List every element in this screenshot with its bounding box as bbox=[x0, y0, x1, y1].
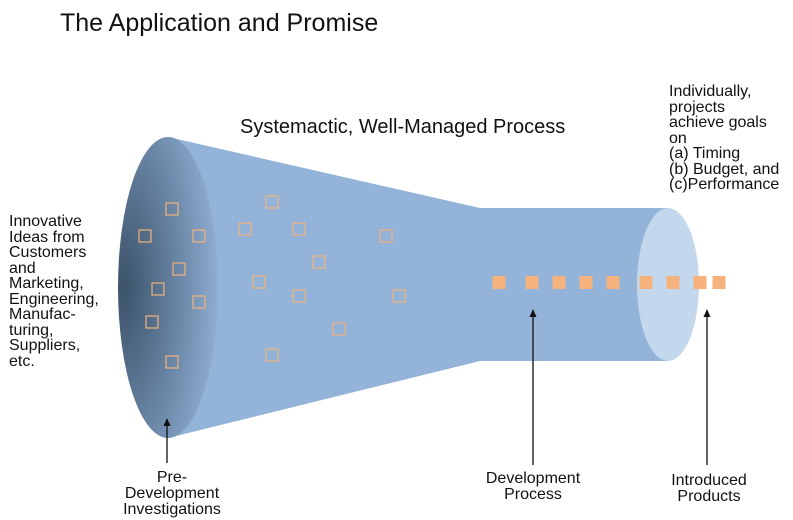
funnel-mouth bbox=[118, 137, 218, 438]
idea-square-icon bbox=[292, 222, 306, 236]
project-goals-text: Individually, projects achieve goals on … bbox=[669, 84, 779, 193]
ideas-source-line: Ideas from bbox=[9, 228, 85, 246]
arrow-up-icon bbox=[529, 309, 537, 465]
project-goals-line: achieve goals bbox=[669, 114, 767, 131]
stage-caption-line: Development bbox=[485, 470, 581, 487]
ideas-source-line: and bbox=[9, 259, 36, 277]
stage-caption-pre-development: Pre- Development Investigations bbox=[117, 470, 227, 518]
stage-caption-introduced: Introduced Products bbox=[654, 473, 764, 505]
stage-caption-line: Pre- bbox=[156, 469, 188, 486]
ideas-source-line: Manufac- bbox=[9, 306, 76, 323]
project-goals-line: (b) Budget, and bbox=[669, 160, 780, 178]
ideas-source-line: Marketing, bbox=[9, 275, 84, 292]
project-goals-line: (c)Performance bbox=[669, 176, 780, 193]
stage-caption-line: Process bbox=[504, 486, 562, 503]
idea-square-icon bbox=[138, 229, 152, 243]
idea-square-icon bbox=[265, 348, 279, 362]
stage-caption-line: Introduced bbox=[671, 472, 747, 489]
ideas-source-line: etc. bbox=[9, 352, 35, 370]
ideas-source-line: Customers bbox=[9, 244, 87, 261]
project-goals-line: Individually, bbox=[669, 83, 752, 100]
funnel-body bbox=[168, 137, 668, 438]
project-square-icon bbox=[579, 276, 593, 289]
idea-square-icon bbox=[238, 222, 252, 236]
stage-caption-line: Investigations bbox=[123, 501, 221, 518]
idea-square-icon bbox=[145, 315, 159, 329]
idea-square-icon bbox=[165, 355, 179, 369]
project-goals-line: projects bbox=[669, 98, 726, 116]
idea-square-icon bbox=[192, 229, 206, 243]
ideas-source-line: Innovative bbox=[9, 213, 82, 230]
idea-square-icon bbox=[379, 229, 393, 243]
idea-square-icon bbox=[192, 295, 206, 309]
ideas-source-text: Innovative Ideas from Customers and Mark… bbox=[9, 214, 99, 369]
project-square-icon bbox=[492, 276, 506, 289]
project-square-icon bbox=[639, 276, 653, 289]
ideas-source-line: Suppliers, bbox=[9, 337, 81, 354]
idea-square-icon bbox=[292, 289, 306, 303]
stage-caption-development: Development Process bbox=[468, 471, 598, 503]
arrow-up-icon bbox=[703, 309, 711, 465]
project-square-icon bbox=[712, 276, 726, 289]
idea-square-icon bbox=[332, 322, 346, 336]
project-square-icon bbox=[693, 276, 707, 289]
idea-square-icon bbox=[312, 255, 326, 269]
idea-square-icon bbox=[172, 262, 186, 276]
idea-square-icon bbox=[151, 282, 165, 296]
idea-square-icon bbox=[252, 275, 266, 289]
stage-caption-line: Products bbox=[677, 488, 741, 505]
project-goals-line: on bbox=[669, 129, 687, 147]
ideas-source-line: Engineering, bbox=[9, 290, 99, 308]
stage-arrows bbox=[163, 309, 711, 465]
project-square-icon bbox=[525, 276, 539, 289]
process-label: Systemactic, Well-Managed Process bbox=[240, 116, 566, 138]
idea-squares bbox=[138, 195, 406, 369]
idea-square-icon bbox=[392, 289, 406, 303]
project-square-icon bbox=[666, 276, 680, 289]
project-squares bbox=[492, 276, 726, 289]
page-title: The Application and Promise bbox=[60, 9, 379, 37]
arrow-up-icon bbox=[163, 418, 171, 463]
project-goals-line: (a) Timing bbox=[669, 145, 741, 162]
stage-caption-line: Development bbox=[124, 485, 220, 502]
idea-square-icon bbox=[265, 195, 279, 209]
ideas-source-line: turing, bbox=[9, 321, 54, 339]
project-square-icon bbox=[552, 276, 566, 289]
idea-square-icon bbox=[165, 202, 179, 216]
project-square-icon bbox=[606, 276, 620, 289]
